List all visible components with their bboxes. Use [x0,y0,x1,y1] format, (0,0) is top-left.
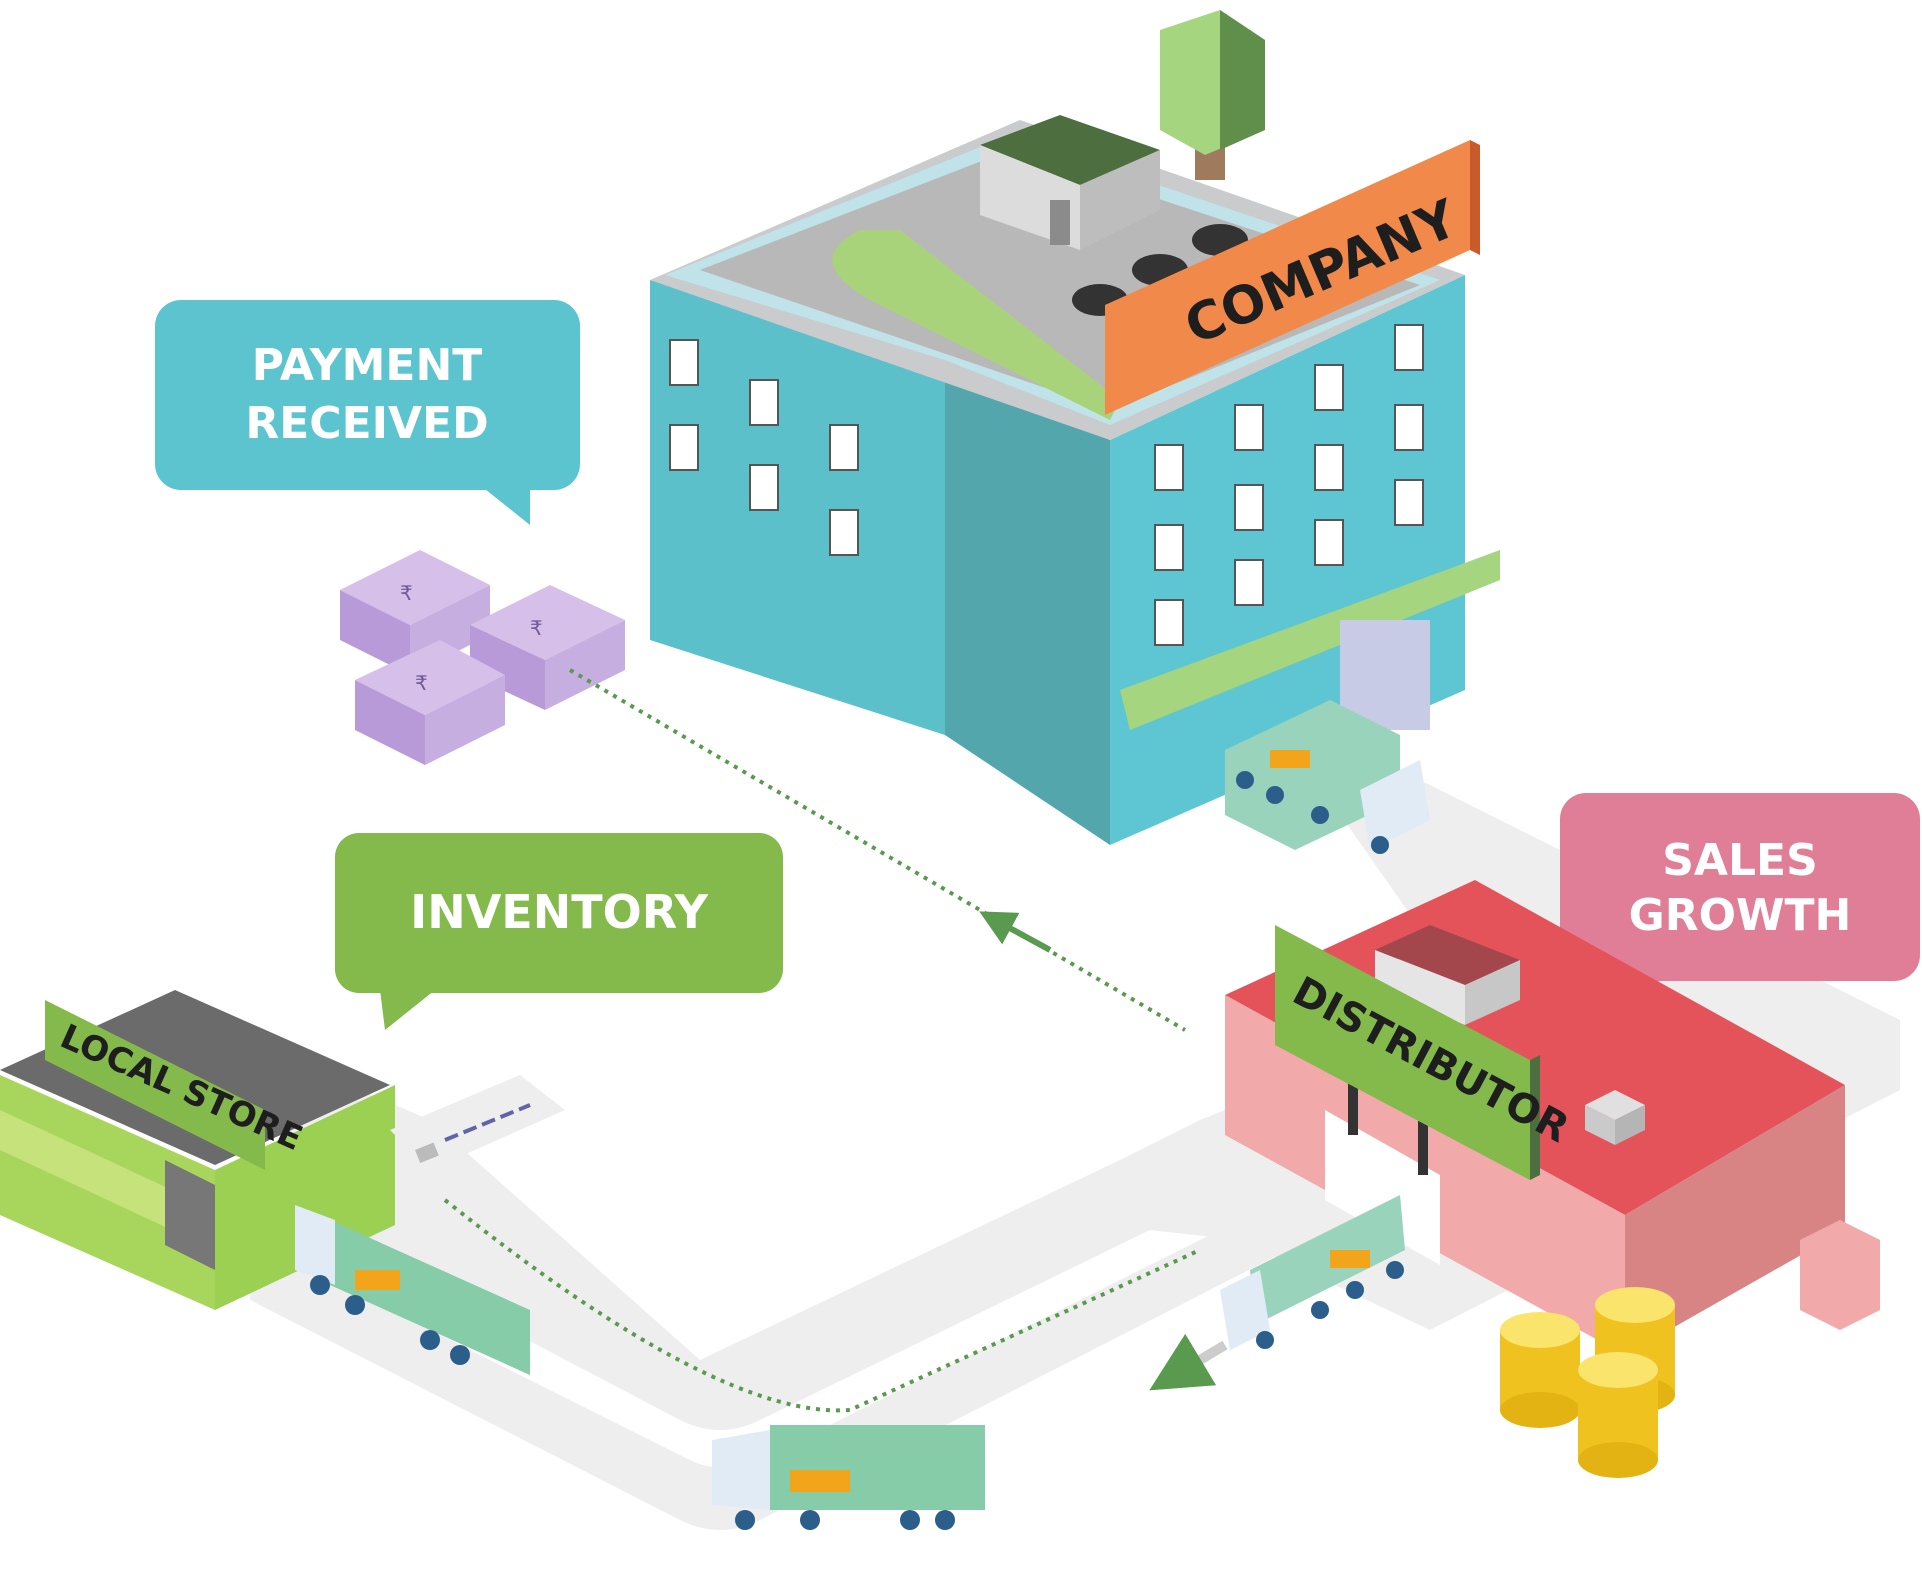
company-windows-right [1154,324,1424,646]
distributor-building: DISTRIBUTOR [1225,880,1880,1355]
payment-received-bubble: PAYMENT RECEIVED [155,300,580,525]
currency-icon: ₹ [400,581,413,605]
company-building: COMPANY [650,10,1500,845]
sales-bubble-line2: GROWTH [1629,890,1852,941]
money-stacks: ₹ ₹ ₹ [340,550,625,765]
local-store: LOCAL STORE [0,990,395,1310]
inventory-bubble: INVENTORY [335,833,783,1030]
payment-bubble-line1: PAYMENT [252,340,483,391]
sales-growth-bubble: SALES GROWTH [1560,793,1920,1020]
company-windows-left [669,339,859,556]
road-arrow-icon [1149,1333,1228,1391]
coin-stacks [1500,1287,1675,1478]
truck-distributor [1220,1195,1405,1350]
inventory-bubble-label: INVENTORY [410,885,709,939]
truck-company [1225,700,1430,854]
flow-lines [443,668,1201,1413]
currency-icon: ₹ [530,616,543,640]
truck-middle [712,1425,985,1530]
flow-arrow-icon [979,911,1052,953]
payment-bubble-line2: RECEIVED [245,398,488,449]
tree [1160,10,1265,180]
truck-store [295,1205,530,1375]
card-icon [390,1075,565,1170]
payment-flow-line [568,668,1187,1032]
sales-bubble-line1: SALES [1662,835,1818,886]
currency-icon: ₹ [415,671,428,695]
